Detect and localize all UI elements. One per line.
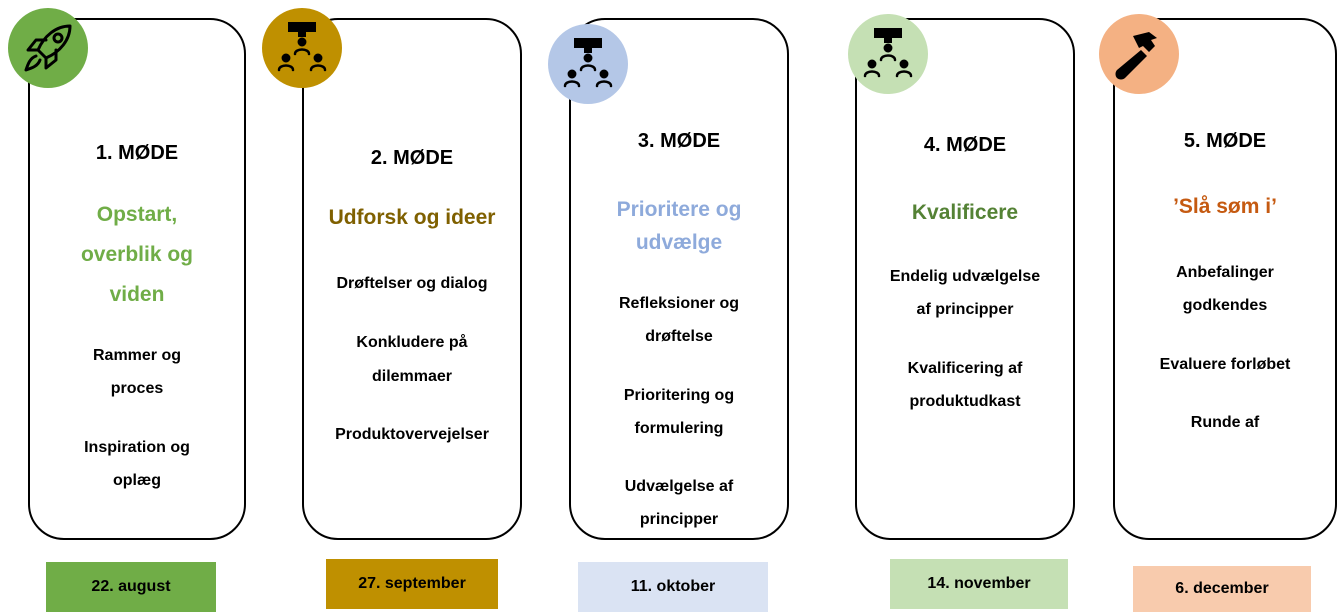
meeting-2-item: Konkludere på: [356, 334, 468, 351]
group-discussion-icon: [277, 22, 327, 72]
meeting-2-item: Produktovervejelser: [335, 426, 489, 443]
meeting-1-icon-circle: [8, 8, 88, 88]
meeting-1-heading: 1. MØDE: [95, 142, 179, 164]
meeting-card-1: [28, 18, 246, 540]
group-discussion-icon: [563, 38, 613, 88]
meeting-2-item: Drøftelser og dialog: [336, 275, 488, 292]
rocket-icon: [24, 24, 72, 72]
meeting-3-item: Udvælgelse af: [624, 478, 734, 495]
meeting-3-item: Prioritering og: [623, 387, 735, 404]
meeting-3-item: formulering: [634, 420, 724, 437]
meeting-5-theme-line-1: ’Slå søm i’: [1173, 195, 1277, 218]
meeting-3-item: drøftelse: [645, 328, 713, 345]
meeting-card-4: [855, 18, 1075, 540]
meeting-5-item: Evaluere forløbet: [1159, 356, 1291, 373]
meeting-2-icon-circle: [262, 8, 342, 88]
meeting-card-2: [302, 18, 522, 540]
meeting-5-item: Runde af: [1190, 414, 1260, 431]
meeting-card-3: [569, 18, 789, 540]
meeting-3-icon-circle: [548, 24, 628, 104]
meeting-5-item: godkendes: [1182, 297, 1268, 314]
meeting-5-item: Anbefalinger: [1176, 264, 1274, 281]
meeting-4-theme-line-1: Kvalificere: [911, 201, 1019, 224]
meeting-1-item: Rammer og: [92, 347, 182, 364]
group-discussion-icon: [863, 28, 913, 78]
meeting-1-theme-line-3: viden: [109, 283, 165, 306]
meeting-card-5: [1113, 18, 1337, 540]
meeting-1-theme-line-2: overblik og: [80, 243, 194, 266]
meeting-2-date: 27. september: [326, 559, 498, 609]
meeting-3-item: principper: [639, 511, 719, 528]
meeting-5-heading: 5. MØDE: [1183, 130, 1267, 152]
meeting-3-theme-line-2: udvælge: [635, 231, 723, 254]
hammer-icon: [1115, 32, 1157, 80]
meeting-2-heading: 2. MØDE: [370, 147, 454, 169]
meeting-1-date: 22. august: [46, 562, 216, 612]
meeting-5-date: 6. december: [1133, 566, 1311, 612]
meeting-5-icon-circle: [1099, 14, 1179, 94]
meeting-3-item: Refleksioner og: [618, 295, 740, 312]
meeting-1-theme-line-1: Opstart,: [96, 203, 178, 226]
meeting-2-item: dilemmaer: [371, 368, 453, 385]
meeting-1-item: proces: [110, 380, 164, 397]
meeting-4-item: produktudkast: [909, 393, 1021, 410]
meeting-4-item: Kvalificering af: [907, 360, 1023, 377]
meeting-2-theme-line-1: Udforsk og ideer: [328, 206, 496, 229]
meeting-4-heading: 4. MØDE: [923, 134, 1007, 156]
meeting-4-item: Endelig udvælgelse: [889, 268, 1041, 285]
meeting-4-item: af principper: [916, 301, 1014, 318]
meeting-1-item: Inspiration og: [84, 439, 190, 456]
meeting-3-date: 11. oktober: [578, 562, 768, 612]
meeting-3-heading: 3. MØDE: [637, 130, 721, 152]
meeting-4-icon-circle: [848, 14, 928, 94]
meeting-4-date: 14. november: [890, 559, 1068, 609]
meeting-1-item: oplæg: [113, 472, 161, 489]
meeting-3-theme-line-1: Prioritere og: [616, 198, 742, 221]
